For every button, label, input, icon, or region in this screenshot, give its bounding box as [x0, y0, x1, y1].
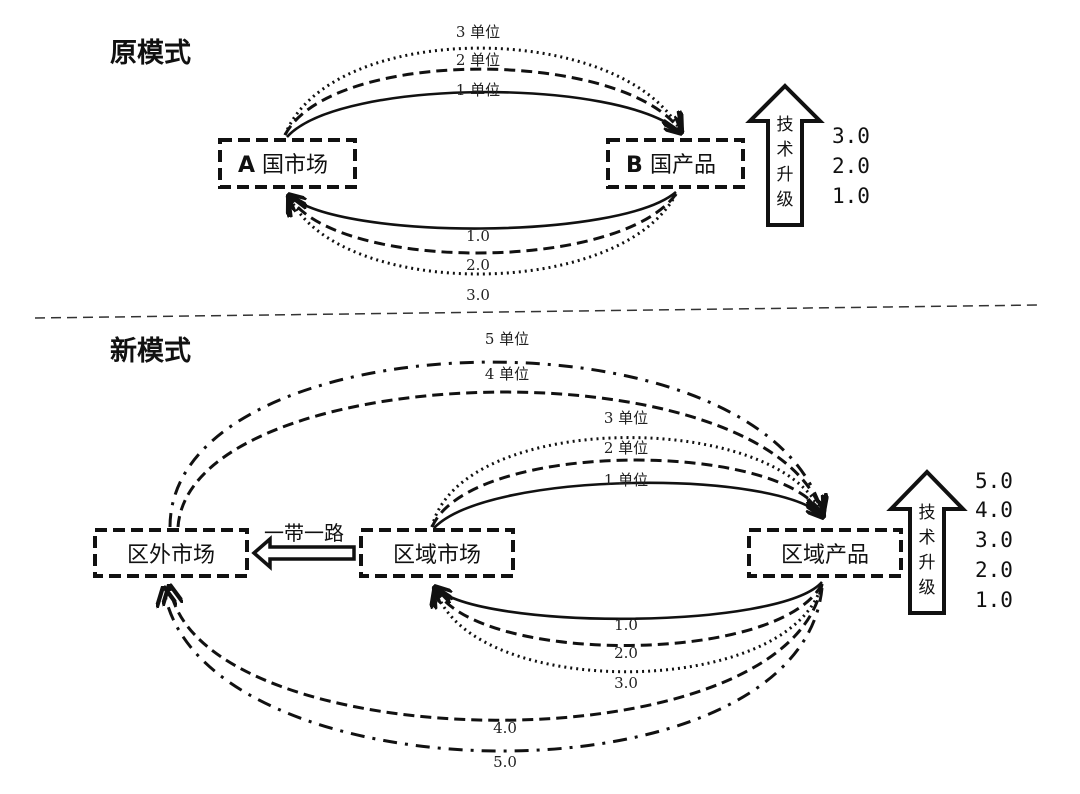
old-model-title: 原模式	[110, 38, 191, 69]
a-market-box: A 国市场	[218, 138, 357, 189]
new-arc-upper-label-1: 1 单位	[604, 471, 648, 489]
old-tech-upgrade-arrow-icon: 技 术 升 级	[745, 83, 825, 227]
old-scale-1: 3.0	[832, 124, 870, 148]
new-arc-lower-1	[436, 581, 823, 621]
new-arc-upper-label-4: 4 单位	[485, 365, 529, 383]
outside-market-box: 区外市场	[93, 528, 249, 578]
new-scale-3: 3.0	[975, 528, 1013, 552]
new-arc-upper-label-3: 3 单位	[604, 409, 648, 427]
new-arc-lower-2	[436, 584, 824, 647]
new-arc-upper-2	[430, 458, 822, 528]
old-scale-3: 1.0	[832, 184, 870, 208]
b-product-label: 国产品	[650, 153, 716, 178]
old-arc-lower-3	[290, 194, 678, 276]
old-arc-upper-label-2: 2 单位	[456, 51, 500, 69]
old-arc-lower-label-3: 3.0	[466, 286, 490, 304]
new-arc-lower-4	[170, 584, 824, 722]
old-upgrade-char-2: 术	[777, 140, 794, 160]
old-arc-upper-1	[286, 90, 680, 138]
new-arc-upper-label-5: 5 单位	[485, 330, 529, 348]
old-arc-lower-2	[290, 194, 678, 255]
old-scale-2: 2.0	[832, 154, 870, 178]
new-tech-upgrade-arrow-icon: 技 术 升 级	[886, 469, 968, 615]
new-arc-upper-label-2: 2 单位	[604, 439, 648, 457]
old-upgrade-char-4: 级	[777, 190, 794, 210]
old-arc-upper-2	[283, 67, 680, 135]
new-upgrade-char-1: 技	[919, 503, 936, 523]
old-arc-lower-label-1: 1.0	[466, 227, 490, 245]
new-arc-lower-3	[436, 584, 824, 674]
new-arc-lower-label-5: 5.0	[493, 753, 517, 771]
new-arc-upper-5	[168, 360, 822, 528]
section-divider	[34, 304, 1041, 319]
new-arc-lower-5	[164, 588, 824, 753]
new-scale-1: 5.0	[975, 469, 1013, 493]
new-scale-5: 1.0	[975, 588, 1013, 612]
new-upgrade-char-3: 升	[919, 553, 936, 573]
b-product-box: B 国产品	[606, 138, 745, 189]
new-arc-upper-4	[176, 390, 822, 528]
new-upgrade-char-2: 术	[919, 528, 936, 548]
old-arc-upper-label-1: 1 单位	[456, 81, 500, 99]
belt-road-arrow-icon	[251, 535, 356, 571]
new-arc-upper-1	[433, 481, 822, 529]
new-upgrade-char-4: 级	[919, 578, 936, 598]
old-upgrade-char-1: 技	[777, 115, 794, 135]
region-market-box: 区域市场	[359, 528, 515, 578]
new-arc-lower-label-1: 1.0	[614, 616, 638, 634]
old-arc-lower-label-2: 2.0	[466, 256, 490, 274]
b-product-prefix: B	[626, 153, 643, 178]
new-scale-4: 2.0	[975, 558, 1013, 582]
belt-road-label: 一带一路	[264, 521, 344, 545]
region-product-box: 区域产品	[747, 528, 903, 578]
new-arc-upper-3	[430, 436, 822, 528]
new-arc-lower-label-4: 4.0	[493, 719, 517, 737]
region-market-label: 区域市场	[393, 543, 481, 568]
old-arc-lower-1	[290, 192, 677, 230]
outside-market-label: 区外市场	[127, 543, 215, 568]
new-model-title: 新模式	[110, 335, 191, 367]
a-market-prefix: A	[238, 153, 255, 178]
new-scale-2: 4.0	[975, 498, 1013, 522]
new-arc-lower-label-2: 2.0	[614, 644, 638, 662]
old-upgrade-char-3: 升	[777, 165, 794, 185]
region-product-label: 区域产品	[781, 543, 869, 568]
old-arc-upper-label-3: 3 单位	[456, 23, 500, 41]
a-market-label: 国市场	[262, 153, 328, 178]
new-arc-lower-label-3: 3.0	[614, 674, 638, 692]
